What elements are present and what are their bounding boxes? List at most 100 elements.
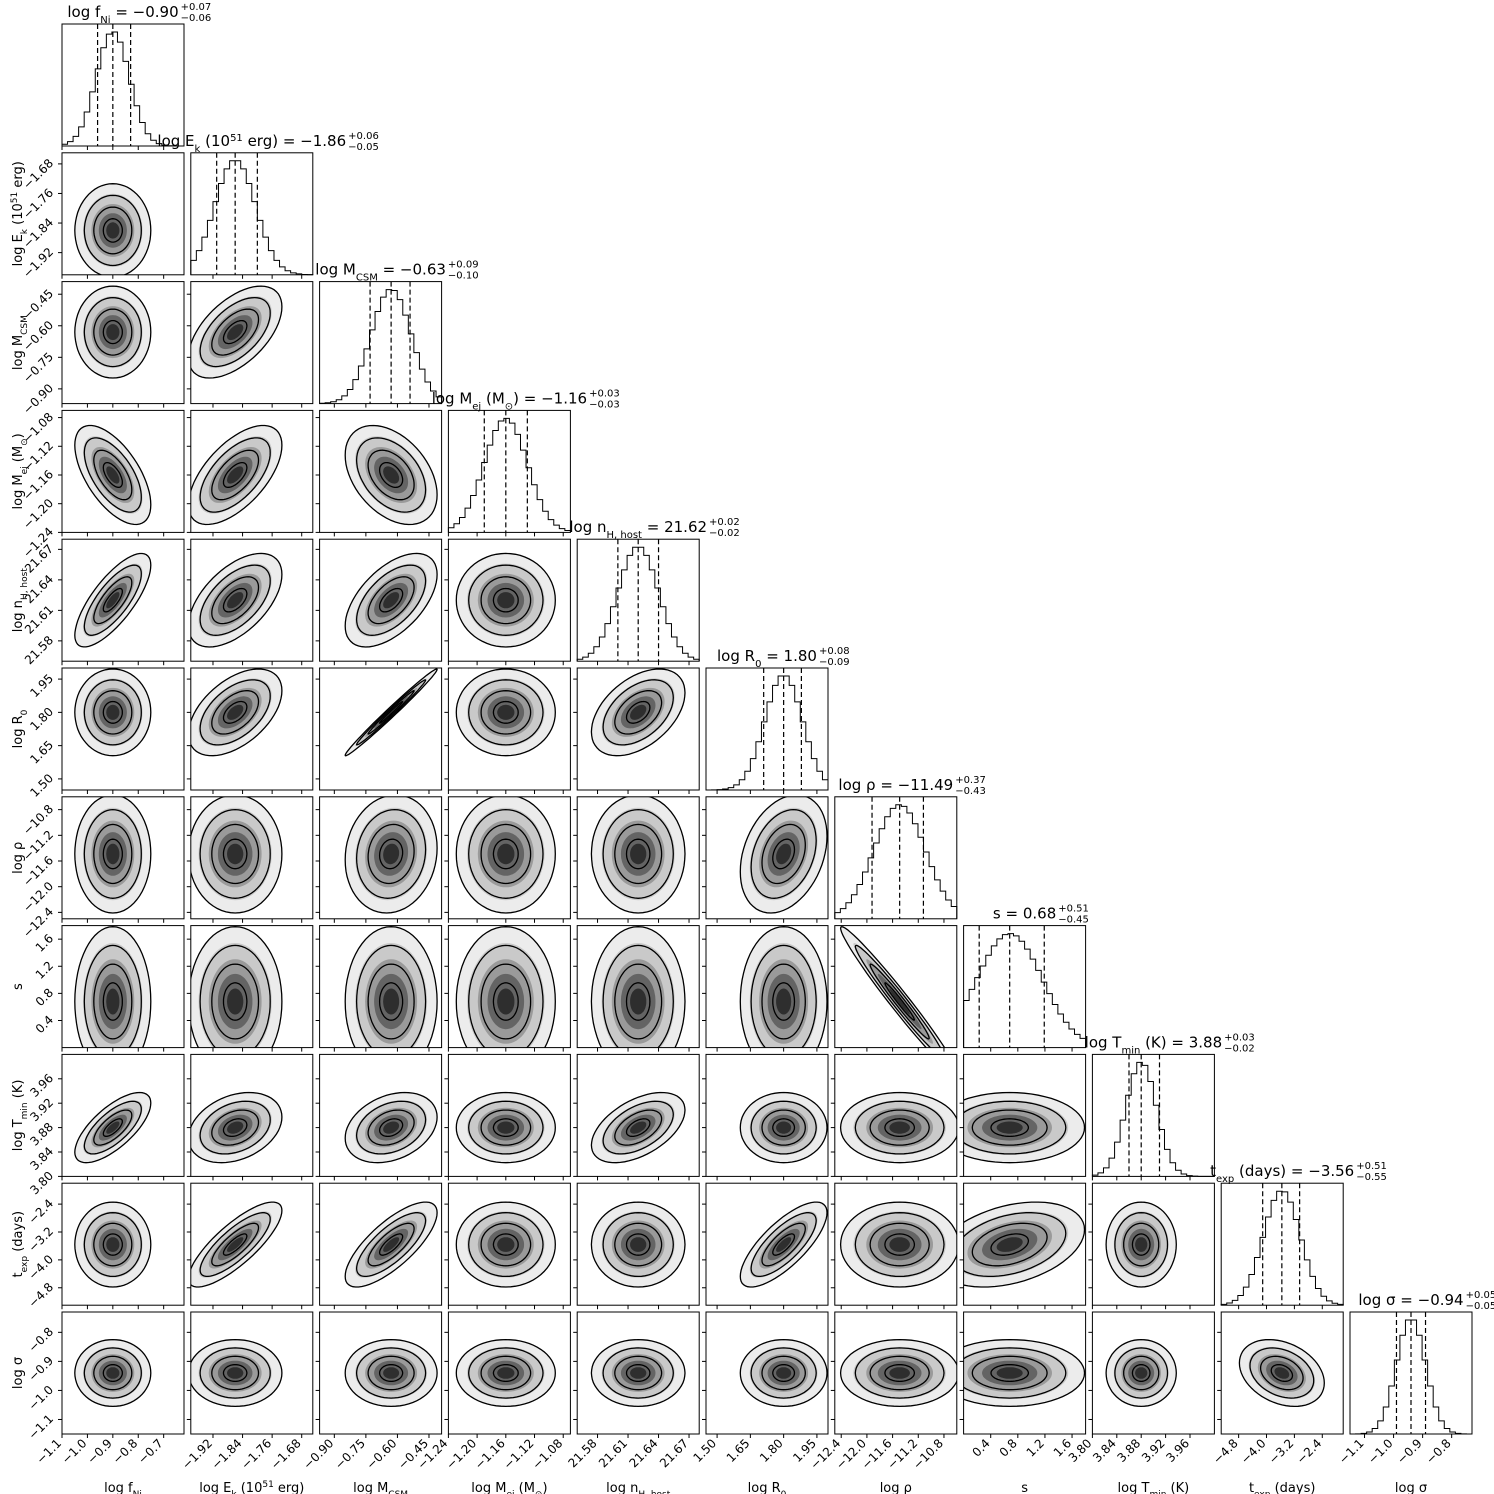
panel-frame	[576, 1053, 700, 1177]
density-level-4	[106, 843, 120, 865]
contour-0	[378, 1363, 404, 1383]
density-region	[344, 1091, 438, 1164]
panel-frame	[963, 925, 1087, 1049]
contour-3	[74, 1338, 152, 1408]
panel-8-5	[705, 1053, 829, 1177]
panel-4-1	[190, 538, 314, 662]
contour-2	[83, 437, 142, 513]
density-level-4	[227, 1237, 244, 1252]
contour-2	[199, 679, 271, 746]
contour-1	[211, 963, 260, 1040]
contour-2	[83, 194, 142, 267]
x-axis-label: log Mej (M⊙)	[471, 1481, 547, 1494]
contour-1	[367, 1355, 415, 1391]
contour-0	[492, 587, 519, 613]
contour-0	[102, 461, 123, 489]
panel-8-0	[61, 1053, 185, 1177]
contour-1	[761, 823, 806, 885]
panel-9-8	[1091, 1182, 1215, 1306]
contour-1	[614, 690, 663, 735]
density-level-4	[497, 843, 515, 865]
density-region	[590, 796, 686, 914]
panel-frame	[319, 1053, 443, 1177]
contour-0	[378, 461, 404, 489]
contour-3	[74, 1091, 152, 1164]
contour-0	[492, 1233, 519, 1256]
y-axis-label: log σ	[11, 1357, 26, 1389]
histogram-title: log σ = −0.94	[1358, 1291, 1463, 1309]
contour-3	[74, 1201, 152, 1288]
panel-5-0	[61, 667, 185, 791]
panel-8-1	[190, 1053, 314, 1177]
contour-3	[74, 183, 152, 275]
density-level-4	[497, 1121, 515, 1134]
density-region	[74, 424, 152, 526]
x-tick-label: −0.60	[364, 1436, 400, 1472]
y-axis-label: log R0	[11, 709, 30, 748]
contour-1	[614, 1355, 663, 1391]
panel-frame	[447, 1182, 571, 1306]
density-region	[344, 1201, 438, 1288]
contour-1	[869, 1222, 930, 1267]
contour-0	[102, 319, 123, 345]
y-axis-label: log Tmin (K)	[11, 1080, 30, 1152]
contour-3	[590, 796, 686, 914]
contour-1	[93, 449, 133, 501]
contour-3	[1105, 1338, 1177, 1408]
density-region	[190, 796, 283, 914]
x-tick-label: 0.8	[997, 1436, 1020, 1459]
contour-3	[344, 668, 438, 757]
y-axis-label: s	[11, 983, 26, 990]
contour-2	[83, 1100, 142, 1155]
title-upper-error: +0.09	[448, 260, 479, 271]
x-axis-label: s	[1021, 1481, 1028, 1494]
contour-1	[211, 449, 260, 501]
contour-0	[884, 1233, 916, 1256]
contour-0	[772, 838, 796, 870]
density-level-4	[383, 1237, 400, 1252]
contour-2	[199, 296, 271, 368]
histogram-title: texp (days) = −3.56	[1210, 1162, 1354, 1185]
contour-0	[990, 1233, 1030, 1256]
y-axis-label: log ρ	[11, 842, 26, 874]
histogram-7: s = 0.68 +0.51−0.45	[963, 904, 1089, 1049]
contour-1	[971, 1222, 1048, 1267]
panel-frame	[705, 796, 829, 920]
contour-0	[492, 1363, 519, 1383]
density-region	[74, 668, 152, 757]
contour-3	[190, 1091, 283, 1164]
density-region	[190, 668, 283, 757]
x-axis-label: log R0	[748, 1481, 787, 1494]
density-level-4	[497, 988, 515, 1015]
contour-2	[199, 1212, 271, 1278]
density-region	[839, 1091, 957, 1164]
panel-7-5	[705, 925, 829, 1049]
contour-1	[367, 823, 415, 885]
contour-3	[963, 1201, 1086, 1288]
contour-2	[199, 437, 271, 513]
contour-0	[222, 1233, 248, 1256]
contour-3	[590, 1091, 686, 1164]
contour-1	[1123, 1355, 1160, 1391]
contour-0	[102, 1233, 123, 1256]
histogram-10: log σ = −0.94 +0.05−0.05	[1349, 1290, 1494, 1435]
density-region	[344, 926, 438, 1048]
x-tick-label: 1.65	[724, 1436, 753, 1465]
contour-2	[750, 1347, 817, 1399]
histogram-step	[61, 31, 185, 147]
density-region	[74, 796, 152, 914]
contour-2	[83, 944, 142, 1048]
density-region	[739, 1091, 828, 1164]
panel-8-7	[963, 1053, 1087, 1177]
contour-0	[884, 1118, 916, 1138]
contour-1	[367, 963, 415, 1040]
density-region	[455, 1091, 556, 1164]
density-region	[963, 1338, 1086, 1408]
density-region	[190, 926, 283, 1048]
contour-0	[102, 700, 123, 724]
x-tick-label: −4.0	[1238, 1436, 1269, 1467]
histogram-1: log Ek (1051 erg) = −1.86 +0.06−0.05	[157, 131, 379, 276]
contour-3	[74, 424, 152, 526]
x-tick-label: 3.84	[1090, 1436, 1119, 1465]
density-level-4	[106, 222, 120, 239]
